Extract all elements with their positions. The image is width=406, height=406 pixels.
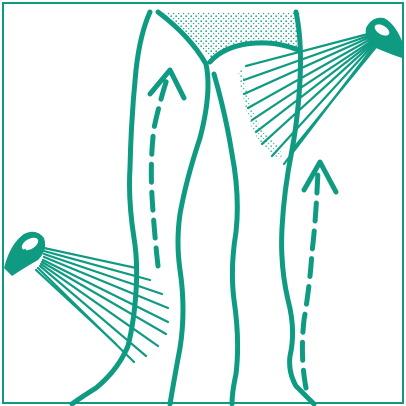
left-shower-spray xyxy=(36,248,168,362)
right-arrow-up-icon xyxy=(302,162,336,388)
right-leg-inner-contour xyxy=(214,74,238,404)
left-leg xyxy=(72,12,208,404)
left-arrow-shaft xyxy=(151,76,168,266)
right-spray-line xyxy=(252,42,370,120)
right-spray-line xyxy=(272,45,373,156)
left-spray-line xyxy=(42,262,166,334)
right-arrow-shaft xyxy=(302,170,318,388)
left-spray-line xyxy=(40,266,146,356)
right-spray-line xyxy=(262,44,372,144)
left-leg-inner-contour xyxy=(158,12,208,404)
right-spray-line xyxy=(292,47,376,150)
left-leg-outer-contour xyxy=(72,12,150,404)
right-leg xyxy=(210,12,314,404)
left-shower xyxy=(4,232,168,362)
